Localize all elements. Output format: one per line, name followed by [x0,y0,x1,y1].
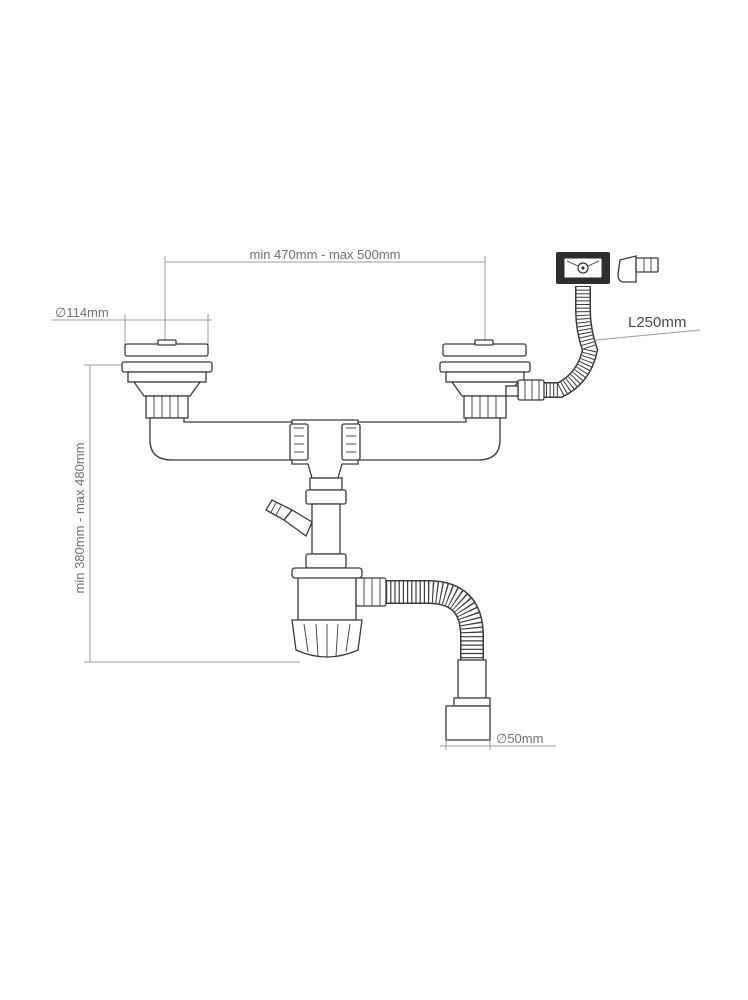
bottle-trap [291,567,387,658]
width-range-label: min 470mm - max 500mm [250,247,401,262]
overflow-assembly: L250mm [505,252,701,401]
outlet-diameter-dimension: ∅50mm [440,731,556,750]
overflow-length-label: L250mm [628,314,686,331]
vertical-pipe [265,477,347,569]
height-range-label: min 380mm - max 480mm [72,443,87,594]
width-dimension: min 470mm - max 500mm [164,247,486,345]
basket-diameter-dimension: ∅114mm [52,305,212,345]
flexible-outlet-hose [386,580,491,741]
outlet-diameter-label: ∅50mm [496,731,543,746]
left-strainer-basket [121,339,213,419]
right-strainer-basket [439,339,531,419]
basket-diameter-label: ∅114mm [55,305,109,320]
connecting-pipe [149,417,501,479]
height-dimension: min 380mm - max 480mm [72,364,300,663]
